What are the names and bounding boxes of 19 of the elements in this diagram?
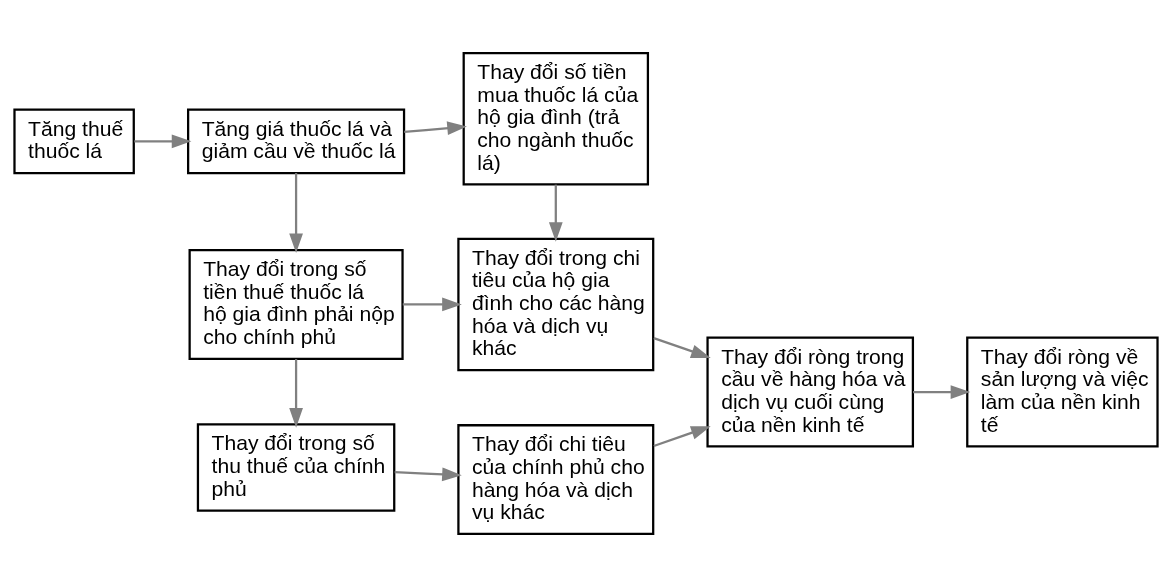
node-box: Thay đổi trong chi tiêu của hộ gia đình cho các hàng hóa và dịch vụ khác	[457, 237, 655, 371]
arrow	[653, 425, 711, 447]
node-box: Thay đổi ròng về sản lượng và việc làm của nền kinh tế	[966, 336, 1159, 447]
node-box: Tăng giá thuốc lá và giảm cầu về thuốc lá	[187, 108, 406, 174]
arrow	[289, 358, 303, 428]
arrow	[289, 172, 303, 253]
arrow	[402, 297, 462, 311]
arrow	[404, 120, 467, 135]
node-box: Thay đổi trong số thu thuế của chính phủ	[196, 422, 396, 512]
node-box: Thay đổi ròng trong cầu về hàng hóa và dịch vụ cuối cùng của nền kinh tế	[706, 336, 915, 447]
node-box: Thay đổi trong số tiền thuế thuốc lá hộ gia đình phải nộp cho chính phủ	[188, 248, 404, 360]
node-box: Thay đổi chi tiêu của chính phủ cho hàng hóa và dịch vụ khác	[457, 423, 655, 535]
arrow	[653, 336, 711, 358]
arrow	[913, 384, 971, 399]
node-box: Tăng thuế thuốc lá	[13, 108, 135, 174]
node-box: Thay đổi số tiền mua thuốc lá của hộ gia đình (trả cho ngành thuốc lá)	[462, 51, 650, 186]
arrow	[394, 466, 462, 481]
arrow	[548, 184, 563, 242]
arrow	[134, 134, 192, 148]
